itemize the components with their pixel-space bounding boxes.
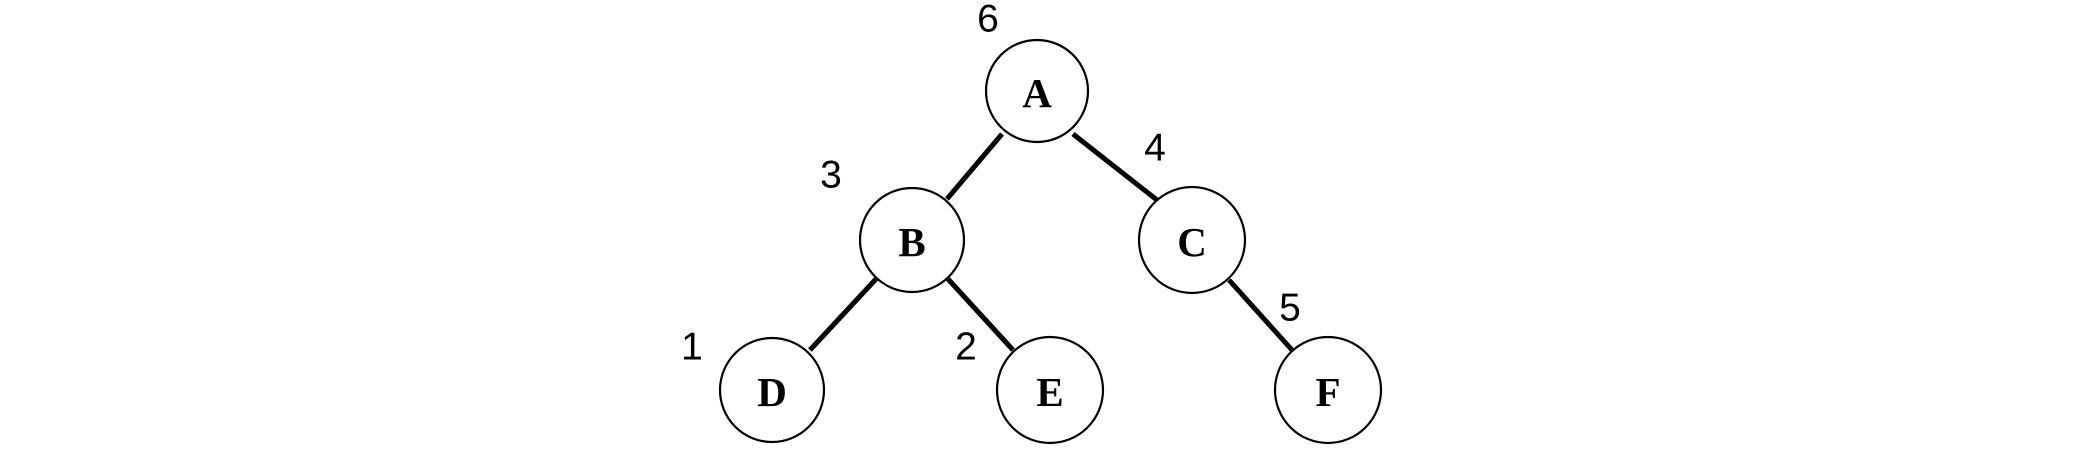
node-e-circle[interactable] [995,335,1105,445]
edge-weight-b-d: 3 [820,154,842,197]
edge-a-b [945,132,1004,201]
node-b-label: B [898,219,925,265]
edge-b-d [808,277,878,352]
node-a[interactable]: A [984,38,1090,144]
edge-b-e [946,277,1015,352]
edge-weight-group: 6 4 3 2 5 1 [681,0,1301,369]
node-c[interactable]: C [1137,185,1247,295]
node-d-label: D [757,369,787,415]
node-b-circle[interactable] [858,186,966,294]
edge-weight-b-e: 2 [955,326,977,369]
edge-c-f [1227,278,1294,352]
node-d-circle[interactable] [718,336,826,444]
node-b[interactable]: B [858,186,966,294]
node-f-label: F [1315,369,1340,415]
node-d[interactable]: D [718,336,826,444]
edge-weight-a-b: 6 [977,0,999,41]
node-f-circle[interactable] [1273,335,1383,445]
node-e-label: E [1036,369,1063,415]
edge-weight-d-left: 1 [681,326,703,369]
node-e[interactable]: E [995,335,1105,445]
node-c-circle[interactable] [1137,185,1247,295]
edge-group [808,132,1294,352]
edge-weight-c-f: 5 [1279,287,1301,330]
edge-a-c [1071,132,1159,202]
node-c-label: C [1177,219,1207,265]
edge-weight-a-c: 4 [1144,127,1166,170]
node-a-label: A [1022,70,1052,116]
node-a-circle[interactable] [984,38,1090,144]
node-group: A B C D E F [718,38,1383,445]
node-f[interactable]: F [1273,335,1383,445]
